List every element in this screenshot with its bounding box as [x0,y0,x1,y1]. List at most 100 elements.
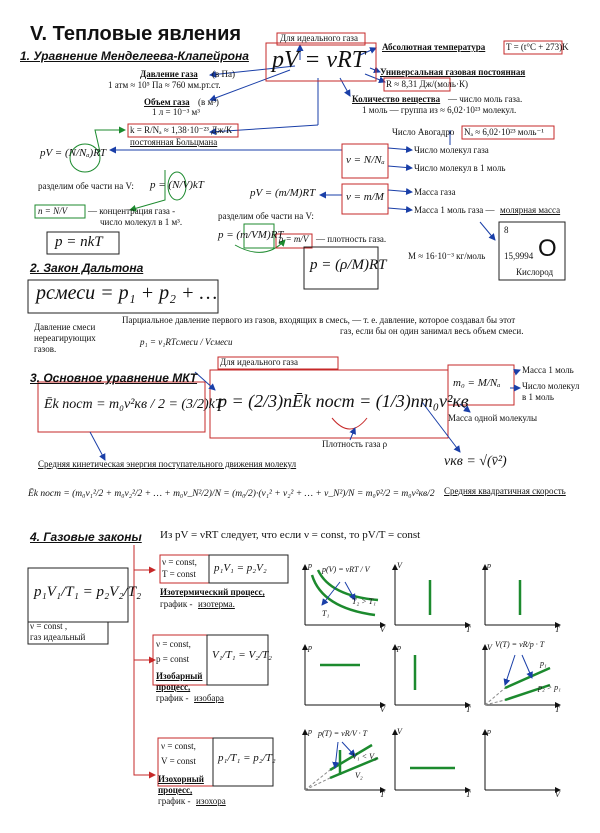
section-3-heading: 3. Основное уравнение МКТ [30,371,198,385]
density-desc: — плотность газа. [316,234,387,244]
mix-pressure-label: Давление смеси [34,322,96,332]
ideal-gas-label-2: Для идеального газа [220,357,298,367]
axis-t-3: T [555,625,560,634]
isochoric-graph-name: изохора [196,796,226,806]
page-title: V. Тепловые явления [30,23,242,45]
isothermal-formula: p₁V₁ = p₂V₂ [214,562,267,574]
isobaric-cond-2: p = const [156,654,190,664]
pv-n-na-rt: pV = (N/Nₐ)RT [40,147,107,159]
mix-pressure-label-3: газов. [34,344,57,354]
isotherm-t1: T₁ [322,609,330,618]
boltzmann-label: постоянная Больцмана [130,137,218,147]
ideal-gas-label: Для идеального газа [280,33,358,43]
isochore-equation: p(T) = νR/V · T [318,729,368,738]
isobar-p1: p₁ [540,659,547,668]
gas-constant-value: R ≈ 8,31 Дж/(моль·К) [386,79,468,89]
axis-t-7: T [380,790,385,799]
axis-v-2: V [397,561,402,570]
density-def: ρ = m/V [279,234,309,244]
gas-law-condition: ν = const , [30,621,68,631]
isobaric-formula: V₁/T₁ = V₂/T₂ [212,649,273,661]
gas-mass-label: Масса газа [414,187,456,197]
v-rms-label: Средняя квадратичная скорость [444,486,566,496]
section-2-heading: 2. Закон Дальтона [30,261,144,275]
volume-label: Объем газа [144,97,190,107]
avg-ke-formula: Ēk пост = m₀v²кв / 2 = (3/2)kT [44,397,223,412]
isochoric-name: Изохорный [158,774,204,784]
isobar-compare: p₂ > p₁ [538,683,561,692]
combined-gas-law: p₁V₁/T₁ = p₂V₂/T₂ [34,584,142,600]
isothermal-graph: график - [160,599,193,609]
m0-formula: m₀ = M/Nₐ [453,377,501,389]
axis-t-8: T [466,790,471,799]
pressure-unit: (в Па) [212,69,235,79]
gas-laws-intro: Из pV = νRT следует, что если ν = const,… [160,529,421,541]
isochore-compare: V₁ < V₂ [352,752,377,761]
axis-p-3: p [487,561,491,570]
amount-desc2: 1 моль — группа из ≈ 6,02·10²³ молекул. [362,105,517,115]
molar-mass-u: молярная масса [500,205,561,215]
concentration-def: n = N/V [38,206,68,216]
isotherm-equation: p(V) = νRT / V [322,565,370,574]
amount-label: Количество вещества [352,94,441,104]
axis-v-9: V [555,790,560,799]
isobaric-graph: график - [156,693,189,703]
p-m-vm-rt: p = (m/VM)RT [218,229,284,241]
isothermal-graph-name: изотерма. [198,599,235,609]
mendeleev-formula: pV = νRT [272,47,366,73]
abs-temp-formula: T = (t°C + 273)K [506,42,569,52]
nu-m-m: ν = m/M [346,191,384,203]
isothermal-cond-1: ν = const, [162,557,197,567]
gas-constant-label: Универсальная газовая постоянная [380,67,526,77]
isochoric-graph: график - [158,796,191,806]
p1-formula: p₁ = ν₁RTсмеси / Vсмеси [140,337,233,347]
partial-pressure-desc: Парциальное давление первого из газов, в… [122,315,516,325]
p-rho-m-rt: p = (ρ/M)RT [310,257,387,273]
isobaric-graph-name: изобара [194,693,224,703]
abs-temp-label: Абсолютная температура [382,42,486,52]
num-molecules-mol-label: Число молекул в 1 моль [414,163,506,173]
p-nv-kt: p = (N/V)kT [150,179,204,191]
avogadro-value: Nₐ ≈ 6,02·10²³ моль⁻¹ [464,127,544,137]
oxygen-atomic-mass: 15,9994 [504,251,534,261]
isochoric-name-2: процесс, [158,785,193,795]
axis-p-9: p [487,727,491,736]
mass-molecule-label: Масса одной молекулы [448,413,537,423]
avg-ke-expansion: Ēk пост = (m₀v₁²/2 + m₀v₂²/2 + … + m₀v_N… [28,489,435,499]
isobaric-cond-1: ν = const, [156,639,191,649]
axis-t-5: T [466,705,471,714]
concentration-desc2: число молекул в 1 м³. [100,217,183,227]
isobar-equation: V(T) = νR/p · T [495,640,545,649]
gas-law-condition-2: газ идеальный [30,632,86,642]
num-molecules-label: Число молекул газа [414,145,489,155]
axis-t-6: T [555,705,560,714]
isothermal-cond-2: T = const [162,569,196,579]
amount-desc: — число моль газа. [448,94,523,104]
mass-mol-label: Масса 1 моль [522,365,574,375]
oxygen-molar-mass: M ≈ 16·10⁻³ кг/моль [408,251,486,261]
axis-v-6: V [487,643,492,652]
oxygen-symbol: O [538,235,557,262]
pressure-label: Давление газа [140,69,198,79]
axis-v-4: V [380,705,385,714]
nu-n-na: ν = N/Nₐ [346,154,385,166]
concentration-desc: — концентрация газа - [88,206,176,216]
mkt-main-formula: p = (2/3)nĒk пост = (1/3)nm₀v²кв [218,391,469,411]
molar-mass-label: Масса 1 моль газа — [414,205,495,215]
avg-ke-label: Средняя кинетическая энергия поступатель… [38,459,297,469]
axis-v-8: V [397,727,402,736]
avogadro-label: Число Авогадро [392,127,455,137]
isotherm-compare: T₂ > T₁ [352,597,376,606]
num-mol-label-2: в 1 моль [522,392,554,402]
oxygen-atomic-number: 8 [504,225,509,235]
divide-by-v-label-2: разделим обе части на V: [218,211,314,221]
isobaric-name-2: процесс, [156,682,191,692]
num-mol-label: Число молекул [522,381,580,391]
volume-conversion: 1 л = 10⁻³ м³ [152,107,200,117]
mix-pressure-label-2: нереагирующих [34,333,96,343]
isochoric-formula: p₁/T₁ = p₂/T₂ [218,752,276,764]
axis-v-1: V [380,625,385,634]
axis-p-4: p [308,643,312,652]
